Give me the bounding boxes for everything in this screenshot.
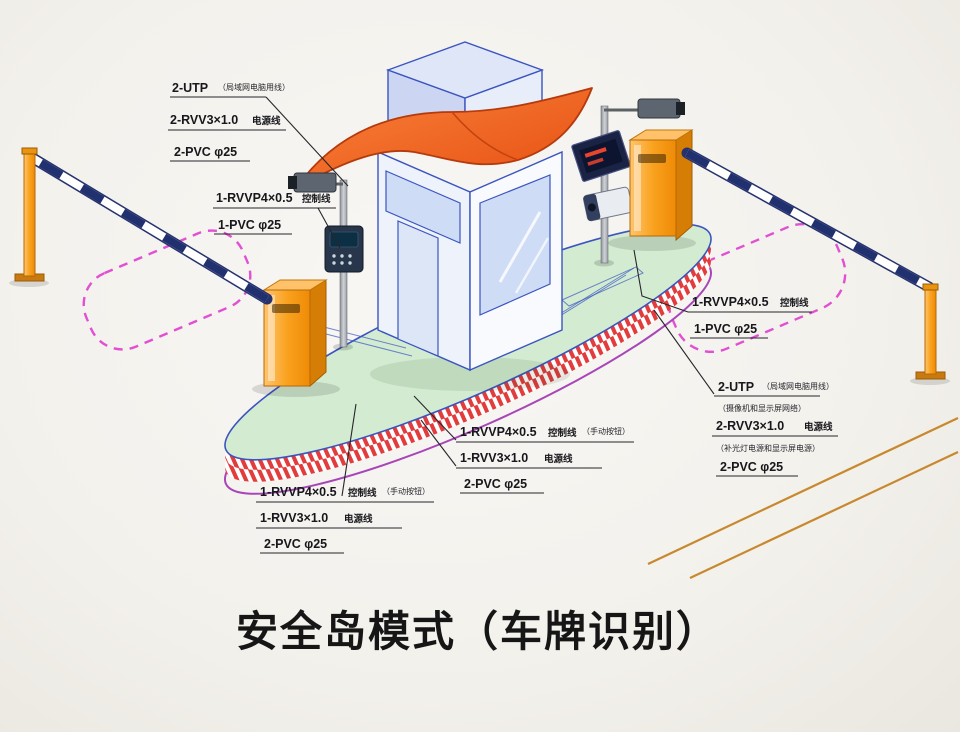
cabinet-side [309,279,327,388]
callout-leader [317,207,341,249]
keypad-dot [348,261,352,265]
detection-loop-left [82,229,252,351]
booth-door [397,220,439,357]
callout-suffix: 控制线 [780,297,809,309]
canopy-fold [451,111,519,161]
callout-text: 1-RVVP4×0.5 [692,295,769,309]
callout-leader [413,395,457,441]
led-display [571,130,631,182]
guard-booth [295,41,593,391]
callout-text: 1-RVVP4×0.5 [216,191,293,205]
keypad-dot [340,261,344,265]
callout-text: 2-RVV3×1.0 [170,113,238,127]
callout-suffix: 控制线 [348,487,377,499]
tower-top-face [385,41,545,99]
arm-body [28,153,270,303]
control-box-screen [329,231,359,248]
callout-text: 2-UTP [718,380,754,394]
lpr-camera-lens [587,203,596,212]
lane-line [689,451,959,579]
callout-suffix: 电源线 [544,453,573,465]
callout-text: 1-PVC φ25 [218,218,281,232]
callout-leader [653,309,715,395]
camera-lens [676,102,685,115]
arm-rest-post-left [9,147,49,287]
detection-loop-right [667,222,847,354]
booth-front-window [479,174,551,316]
callout-text: 1-RVVP4×0.5 [260,485,337,499]
callout-control-left: 1-RVVP4×0.5 控制线 1-PVC φ25 [213,191,341,249]
callout-barrier-left: 1-RVVP4×0.5 控制线 （手动按钮） 1-RVV3×1.0 电源线 2-… [256,403,434,554]
keypad-dot [348,254,352,258]
led-text-line [587,157,604,166]
callout-text: 1-RVV3×1.0 [260,511,328,525]
cctv-camera-left [293,172,337,193]
callout-note: （手动按钮） [382,486,430,496]
callout-note: （补光灯电源和显示屏电源） [716,443,820,453]
arm-rest-post-right [910,283,950,385]
cabinet-side [675,129,693,242]
diagram-title: 安全岛模式（车牌识别） [236,608,720,655]
callout-text: 2-PVC φ25 [264,537,327,551]
callout-text: 2-PVC φ25 [464,477,527,491]
keypad-dot [332,254,336,258]
booth-canopy [295,87,593,189]
keypad-dot [340,254,344,258]
cabinet-highlight [268,295,275,381]
callout-text: 1-PVC φ25 [694,322,757,336]
pole [600,105,609,264]
callout-suffix: 控制线 [302,193,331,205]
callout-text: 2-PVC φ25 [174,145,237,159]
lane-line [647,417,959,565]
callout-text: 2-UTP [172,81,208,95]
window-glare [514,237,550,294]
post-column [23,151,36,277]
callout-suffix: 电源线 [344,513,373,525]
camera-pole-right [571,98,685,267]
callout-leader [341,403,357,497]
cabinet-slot [272,304,300,313]
callout-suffix: 电源线 [252,115,281,127]
booth-shadow [370,357,570,391]
post-cap [21,147,38,155]
callout-note: （局域网电脑用线） [218,82,290,92]
callout-leader [420,419,457,467]
cabinet-slot [638,154,666,163]
post-column [924,287,937,375]
barrier-gate-right [608,129,950,385]
callout-suffix: 控制线 [548,427,577,439]
callout-note: （手动按钮） [582,426,630,436]
conduit-trench [561,266,644,307]
callout-leader [633,249,689,313]
callout-booth-center: 1-RVVP4×0.5 控制线 （手动按钮） 1-RVV3×1.0 电源线 2-… [413,395,634,494]
camera-lens [288,176,297,189]
booth-left-window [385,170,461,244]
pole-control-box [324,225,364,273]
callout-leader [265,96,349,187]
callout-note: （局域网电脑用线） [762,381,834,391]
callout-suffix: 电源线 [804,421,833,433]
cctv-camera-right [637,98,681,119]
barrier-gate-left [9,147,340,397]
callout-barrier-right: 1-RVVP4×0.5 控制线 1-PVC φ25 [633,249,812,339]
cabinet-highlight [634,145,641,231]
callout-note: （摄像机和显示屏网络） [718,403,806,413]
window-glare [498,211,542,283]
post-cap [922,283,939,291]
callout-camera-left: 2-UTP （局域网电脑用线） 2-RVV3×1.0 电源线 2-PVC φ25 [168,81,349,187]
keypad-dot [332,261,336,265]
arm-body [685,149,931,291]
lpr-camera [583,186,633,222]
conduit-line [319,325,407,349]
barrier-arm-left [25,151,273,305]
callout-text: 1-RVV3×1.0 [460,451,528,465]
callout-text: 2-PVC φ25 [720,460,783,474]
callout-camera-right: 2-UTP （局域网电脑用线） （摄像机和显示屏网络） 2-RVV3×1.0 电… [653,309,838,477]
callout-text: 1-RVVP4×0.5 [460,425,537,439]
callout-text: 2-RVV3×1.0 [716,419,784,433]
cabinet-shadow [608,235,696,251]
led-text-line [584,147,607,158]
barrier-arm-right [681,147,935,293]
